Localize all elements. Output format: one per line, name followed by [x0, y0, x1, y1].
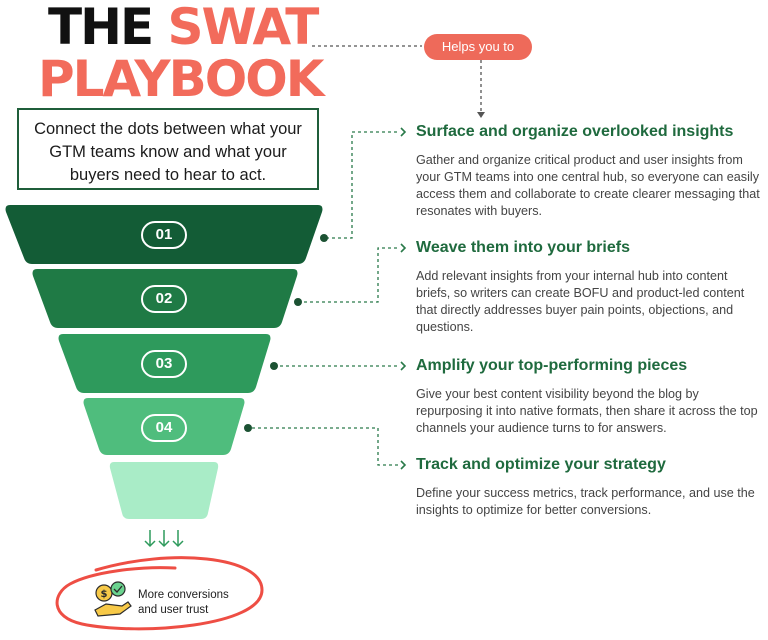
funnel-stage-02: [32, 269, 298, 328]
connector-lines: [246, 45, 482, 466]
connector-02: [298, 247, 400, 303]
arrowhead-02: [400, 243, 407, 253]
title-swat: SWAT: [167, 0, 320, 56]
outcome-text: More conversions and user trust: [138, 588, 229, 618]
step-2-heading: Weave them into your briefs: [416, 239, 630, 256]
dot-04: [244, 424, 252, 432]
stage-badge-03: 03: [141, 350, 187, 378]
funnel-tip: [109, 462, 219, 519]
step-1-body: Gather and organize critical product and…: [416, 153, 760, 218]
outcome-line-2: and user trust: [138, 604, 209, 616]
title-the: THE: [48, 0, 154, 56]
funnel-stage-03: [58, 334, 271, 393]
down-arrows-icon: [144, 530, 184, 548]
connector-01: [326, 131, 400, 239]
step-3-heading: Amplify your top-performing pieces: [416, 357, 688, 374]
svg-text:$: $: [101, 589, 108, 600]
outcome-circle: [55, 556, 264, 631]
helps-you-to-pill: Helps you to: [424, 34, 532, 60]
arrowheads: [477, 112, 485, 118]
arrowhead-04: [400, 460, 407, 470]
pill-arrowhead: [477, 112, 485, 118]
stage-badge-01: 01: [141, 221, 187, 249]
funnel-stage-01: [5, 205, 323, 264]
step-3-body: Give your best content visibility beyond…: [416, 387, 758, 435]
dot-02: [294, 298, 302, 306]
title-playbook: PLAYBOOK: [38, 50, 324, 108]
tagline-box: Connect the dots between what your GTM t…: [17, 108, 319, 190]
connector-04: [246, 427, 400, 466]
title-line-1: THE SWAT: [48, 2, 319, 52]
funnel-stage-04: [83, 398, 245, 455]
arrowhead-01: [400, 127, 407, 137]
step-4-heading: Track and optimize your strategy: [416, 456, 666, 473]
dot-01: [320, 234, 328, 242]
step-2-body: Add relevant insights from your internal…: [416, 269, 745, 334]
arrowhead-03: [400, 361, 407, 371]
stage-badge-02: 02: [141, 285, 187, 313]
step-4-body: Define your success metrics, track perfo…: [416, 486, 755, 517]
money-hand-icon: $: [94, 581, 132, 617]
step-1-heading: Surface and organize overlooked insights: [416, 123, 734, 140]
connector-dots: [244, 234, 328, 432]
dot-03: [270, 362, 278, 370]
stage-badge-04: 04: [141, 414, 187, 442]
outcome-line-1: More conversions: [138, 589, 229, 601]
